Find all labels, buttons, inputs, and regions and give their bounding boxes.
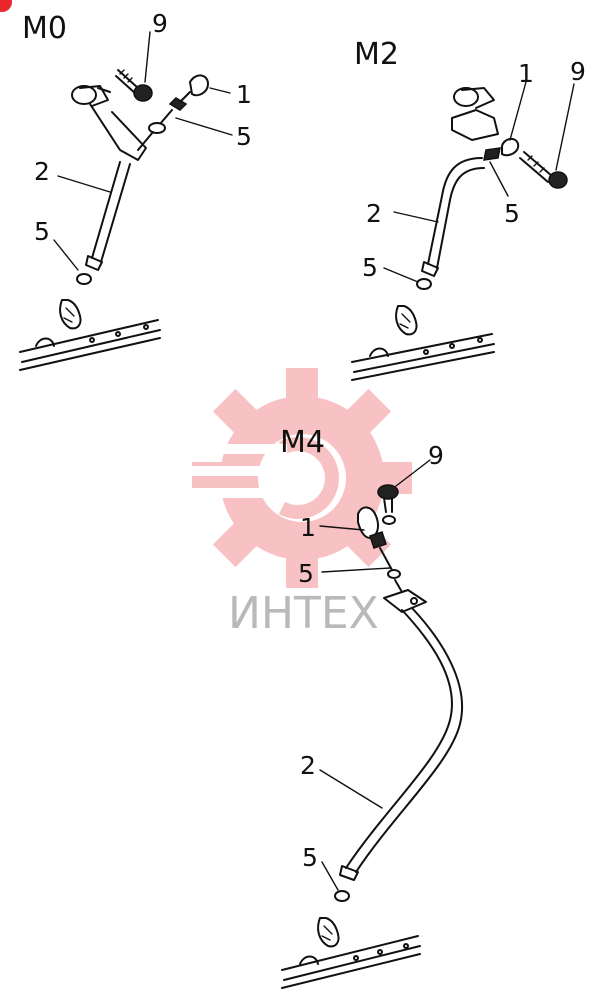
o-ring (334, 890, 350, 902)
o-ring (148, 122, 166, 134)
bolt (519, 151, 568, 189)
dipstick-tube-head (451, 87, 499, 141)
diagram-title: M0 (22, 11, 67, 46)
callout-label: 1 (236, 80, 252, 109)
diagram-m0: M0 (19, 9, 252, 371)
callout-label: 5 (34, 217, 50, 246)
callout-label: 2 (366, 199, 382, 228)
guide-tube (339, 607, 463, 881)
o-ring (416, 278, 432, 290)
callout-label: 5 (236, 122, 252, 151)
callout-label: 9 (570, 57, 586, 86)
callout-label: 9 (152, 9, 168, 38)
guide-tube (421, 157, 485, 277)
diagram-m4: M4 (280, 425, 463, 989)
engine-block (351, 305, 495, 381)
callout-label: 5 (362, 253, 378, 282)
callout-label: 1 (300, 513, 316, 542)
callout-label: 1 (518, 59, 534, 88)
dipstick-tube-head (71, 85, 147, 161)
corner-mark (0, 0, 12, 12)
watermark-text: ИНТЕХ (228, 588, 379, 639)
guide-tube (85, 161, 131, 271)
callout-label: 5 (504, 199, 520, 228)
engine-block (281, 917, 421, 989)
o-ring (387, 569, 401, 579)
diagram-m2: M2 (351, 37, 586, 381)
watermark-logo (177, 368, 412, 588)
callout-label: 2 (300, 751, 316, 780)
dipstick-handle (168, 74, 210, 111)
callout-label: 5 (302, 843, 318, 872)
dipstick-handle (483, 138, 520, 161)
callout-label: 9 (428, 441, 444, 470)
bolt (115, 69, 153, 102)
tube-bracket (383, 589, 427, 613)
diagram-title: M2 (354, 37, 399, 72)
engine-block (19, 299, 161, 371)
o-ring (76, 273, 92, 285)
diagram-title: M4 (280, 425, 325, 460)
bolt (377, 484, 399, 525)
callout-label: 5 (298, 559, 314, 588)
callout-label: 2 (34, 157, 50, 186)
